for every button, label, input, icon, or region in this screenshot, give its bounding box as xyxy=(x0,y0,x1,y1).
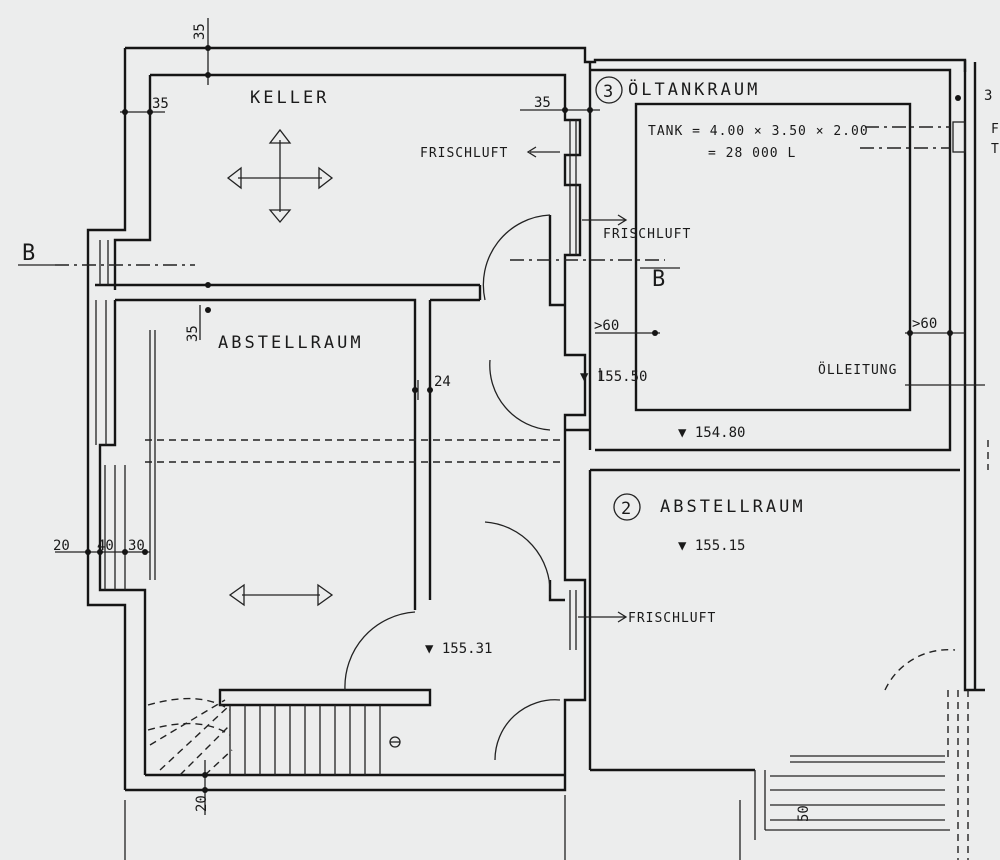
lower-lines xyxy=(124,795,741,860)
dim-wall-a: 20 xyxy=(53,538,70,554)
edge-letter-t: T xyxy=(991,142,1000,157)
dim-bottom: 20 xyxy=(194,795,210,812)
doors xyxy=(344,214,956,761)
room-number-2-circle xyxy=(613,493,641,521)
dim-wall-c: 30 xyxy=(128,538,145,554)
room-label-abstellraum-left: ABSTELLRAUM xyxy=(218,333,364,353)
room-label-oeltankraum: ÖLTANKRAUM xyxy=(628,78,760,100)
section-line-b xyxy=(18,259,680,269)
room-number-2: 2 xyxy=(621,499,634,519)
dim-keller-right: 35 xyxy=(534,95,551,111)
staircase xyxy=(147,697,401,776)
dim-mid-wall: 35 xyxy=(185,325,201,342)
dim-gap-right: >60 xyxy=(912,316,937,332)
level-abstellraum-left: ▼ 155.31 xyxy=(425,641,492,657)
room-label-keller: KELLER xyxy=(250,88,329,108)
level-abstellraum-right: ▼ 155.15 xyxy=(678,538,745,554)
tank-spec-line-1: TANK = 4.00 × 3.50 × 2.00 xyxy=(648,124,869,139)
label-oelleitung: ÖLLEITUNG xyxy=(818,361,897,378)
frischluft-arrow-2 xyxy=(582,214,628,226)
section-marker-right: B xyxy=(652,267,665,292)
edge-letter-f: F xyxy=(991,122,1000,137)
section-marker-left: B xyxy=(22,241,35,266)
frischluft-arrow-1 xyxy=(526,146,560,158)
label-frischluft-1: FRISCHLUFT xyxy=(420,146,508,161)
windows xyxy=(95,120,966,650)
dim-stair: 50 xyxy=(796,805,812,822)
level-oeltank: ▼ 154.80 xyxy=(678,425,745,441)
abstellraum-arrows xyxy=(228,583,334,607)
dim-keller-left: 35 xyxy=(152,96,169,112)
room-label-abstellraum-right: ABSTELLRAUM xyxy=(660,497,806,517)
beam-lines xyxy=(145,439,560,463)
label-frischluft-3: FRISCHLUFT xyxy=(628,611,716,626)
keller-arrows xyxy=(226,128,334,224)
tank-spec-line-2: = 28 000 L xyxy=(708,146,796,161)
room-number-3: 3 xyxy=(603,82,616,102)
tank-leader-lines xyxy=(860,126,950,149)
outer-walls xyxy=(86,46,985,792)
dim-edge: 3 xyxy=(984,88,992,104)
frischluft-arrow-3 xyxy=(578,611,628,623)
dim-partition: 24 xyxy=(434,374,451,390)
dim-top: 35 xyxy=(192,23,208,40)
staircase-right xyxy=(754,690,969,860)
room-number-3-circle xyxy=(595,76,623,104)
interior-walls xyxy=(95,100,960,775)
dim-wall-b: 40 xyxy=(97,538,114,554)
dim-gap-left: >60 xyxy=(594,318,619,334)
level-door: ▼ 155.50 xyxy=(580,369,647,385)
dimension-lines xyxy=(55,18,965,815)
label-frischluft-2: FRISCHLUFT xyxy=(603,227,691,242)
oil-tank xyxy=(634,102,912,412)
